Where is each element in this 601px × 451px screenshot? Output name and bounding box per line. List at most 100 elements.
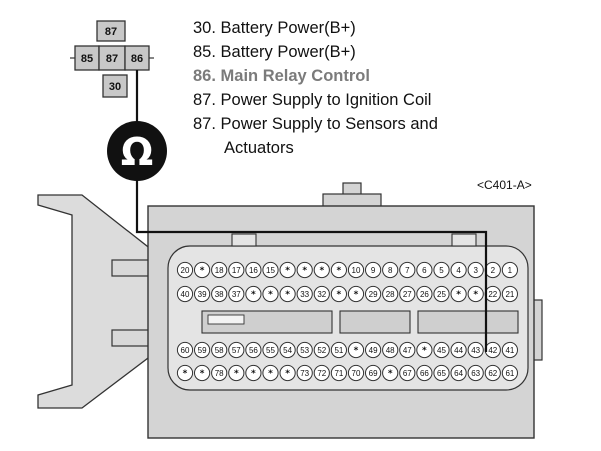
pin-label: *	[456, 290, 461, 300]
pin-hole	[262, 261, 279, 279]
pin-label: *	[337, 290, 342, 300]
pin-label: *	[473, 290, 478, 300]
relay-terminal-bottom	[102, 74, 128, 98]
pin-hole	[228, 364, 245, 382]
pin-label: 54	[283, 346, 292, 355]
pin-label: 3	[473, 266, 478, 275]
pin-label: 42	[488, 346, 497, 355]
pin-label: 15	[266, 266, 275, 275]
pin-hole	[433, 341, 450, 359]
pin-hole	[330, 364, 347, 382]
pin-label: *	[285, 266, 290, 276]
ohm-symbol: Ω	[121, 130, 153, 174]
pin-label: *	[337, 266, 342, 276]
pin-hole	[433, 364, 450, 382]
pin-hole	[467, 364, 484, 382]
pin-label: 1	[508, 266, 513, 275]
pin-label: 66	[420, 369, 429, 378]
pin-hole	[382, 364, 399, 382]
pin-label: 27	[403, 290, 412, 299]
pin-label-probed: 43	[471, 346, 480, 355]
pin-label: 49	[369, 346, 378, 355]
pin-hole	[484, 364, 501, 382]
legend-item-87-sensors-cont: Actuators	[224, 139, 294, 157]
pin-hole	[433, 261, 450, 279]
relay-label-86: 86	[131, 53, 143, 65]
pin-hole	[450, 341, 467, 359]
pin-hole	[347, 341, 365, 359]
pin-label: *	[422, 346, 427, 356]
pin-hole	[262, 285, 279, 303]
pin-label: 60	[181, 346, 190, 355]
pin-label: *	[200, 369, 205, 379]
pin-hole	[416, 261, 433, 279]
pin-label: 52	[317, 346, 326, 355]
relay-label-87-top: 87	[105, 26, 117, 38]
pin-label: 65	[437, 369, 446, 378]
pin-label: 62	[488, 369, 497, 378]
pin-label: 58	[215, 346, 224, 355]
pin-label: 67	[403, 369, 412, 378]
pin-hole	[211, 285, 228, 303]
pin-hole	[365, 285, 382, 303]
pin-hole	[450, 285, 467, 303]
legend-item-30: 30. Battery Power(B+)	[193, 19, 356, 37]
pin-label: 2	[491, 266, 496, 275]
pin-label: 16	[249, 266, 258, 275]
pin-hole	[416, 285, 433, 303]
pin-hole	[313, 341, 330, 359]
pin-label: 51	[334, 346, 343, 355]
pin-hole	[262, 341, 279, 359]
pin-hole	[245, 285, 262, 303]
pin-label: 47	[403, 346, 412, 355]
pin-hole	[279, 341, 296, 359]
pin-hole	[296, 364, 313, 382]
pin-hole	[228, 341, 245, 359]
relay-terminal-center	[98, 45, 126, 71]
pin-hole	[176, 364, 194, 382]
pin-label: 44	[454, 346, 463, 355]
pin-hole	[330, 261, 347, 279]
pin-label: 69	[369, 369, 378, 378]
pin-hole	[313, 261, 330, 279]
connector-id-label: <C401-A>	[477, 178, 532, 192]
pin-label: 70	[352, 369, 361, 378]
pin-label: 32	[317, 290, 326, 299]
pin-label: *	[251, 369, 256, 379]
pin-label: 39	[198, 290, 207, 299]
relay-label-87-center: 87	[106, 53, 118, 65]
pin-label: *	[285, 290, 290, 300]
latch-tab-lower	[111, 329, 153, 347]
pin-hole	[228, 285, 245, 303]
pin-label: *	[251, 290, 256, 300]
pin-label: 25	[437, 290, 446, 299]
pin-label: 10	[352, 266, 361, 275]
pin-label: 55	[266, 346, 275, 355]
pin-hole	[450, 261, 467, 279]
legend-item-85: 85. Battery Power(B+)	[193, 43, 356, 61]
pin-hole	[313, 285, 330, 303]
pin-hole	[382, 285, 399, 303]
pin-hole	[296, 261, 313, 279]
pin-label: 4	[456, 266, 461, 275]
connector-key-top	[342, 182, 362, 196]
pin-label: 21	[505, 290, 514, 299]
pin-legend: 30. Battery Power(B+) 85. Battery Power(…	[193, 16, 523, 160]
pin-label: 29	[369, 290, 378, 299]
relay-terminal-left	[74, 45, 100, 71]
pin-label: 57	[232, 346, 241, 355]
pin-hole	[399, 364, 416, 382]
pin-hole	[211, 261, 228, 279]
pin-label: 41	[505, 346, 514, 355]
pin-label: 37	[232, 290, 241, 299]
face-key-left	[231, 233, 257, 247]
pin-hole	[176, 285, 194, 303]
pin-hole	[211, 364, 228, 382]
pin-hole	[176, 261, 194, 279]
pin-label: *	[302, 266, 307, 276]
pin-hole	[501, 341, 518, 359]
center-slot-mid	[339, 310, 411, 334]
pin-hole	[399, 341, 416, 359]
